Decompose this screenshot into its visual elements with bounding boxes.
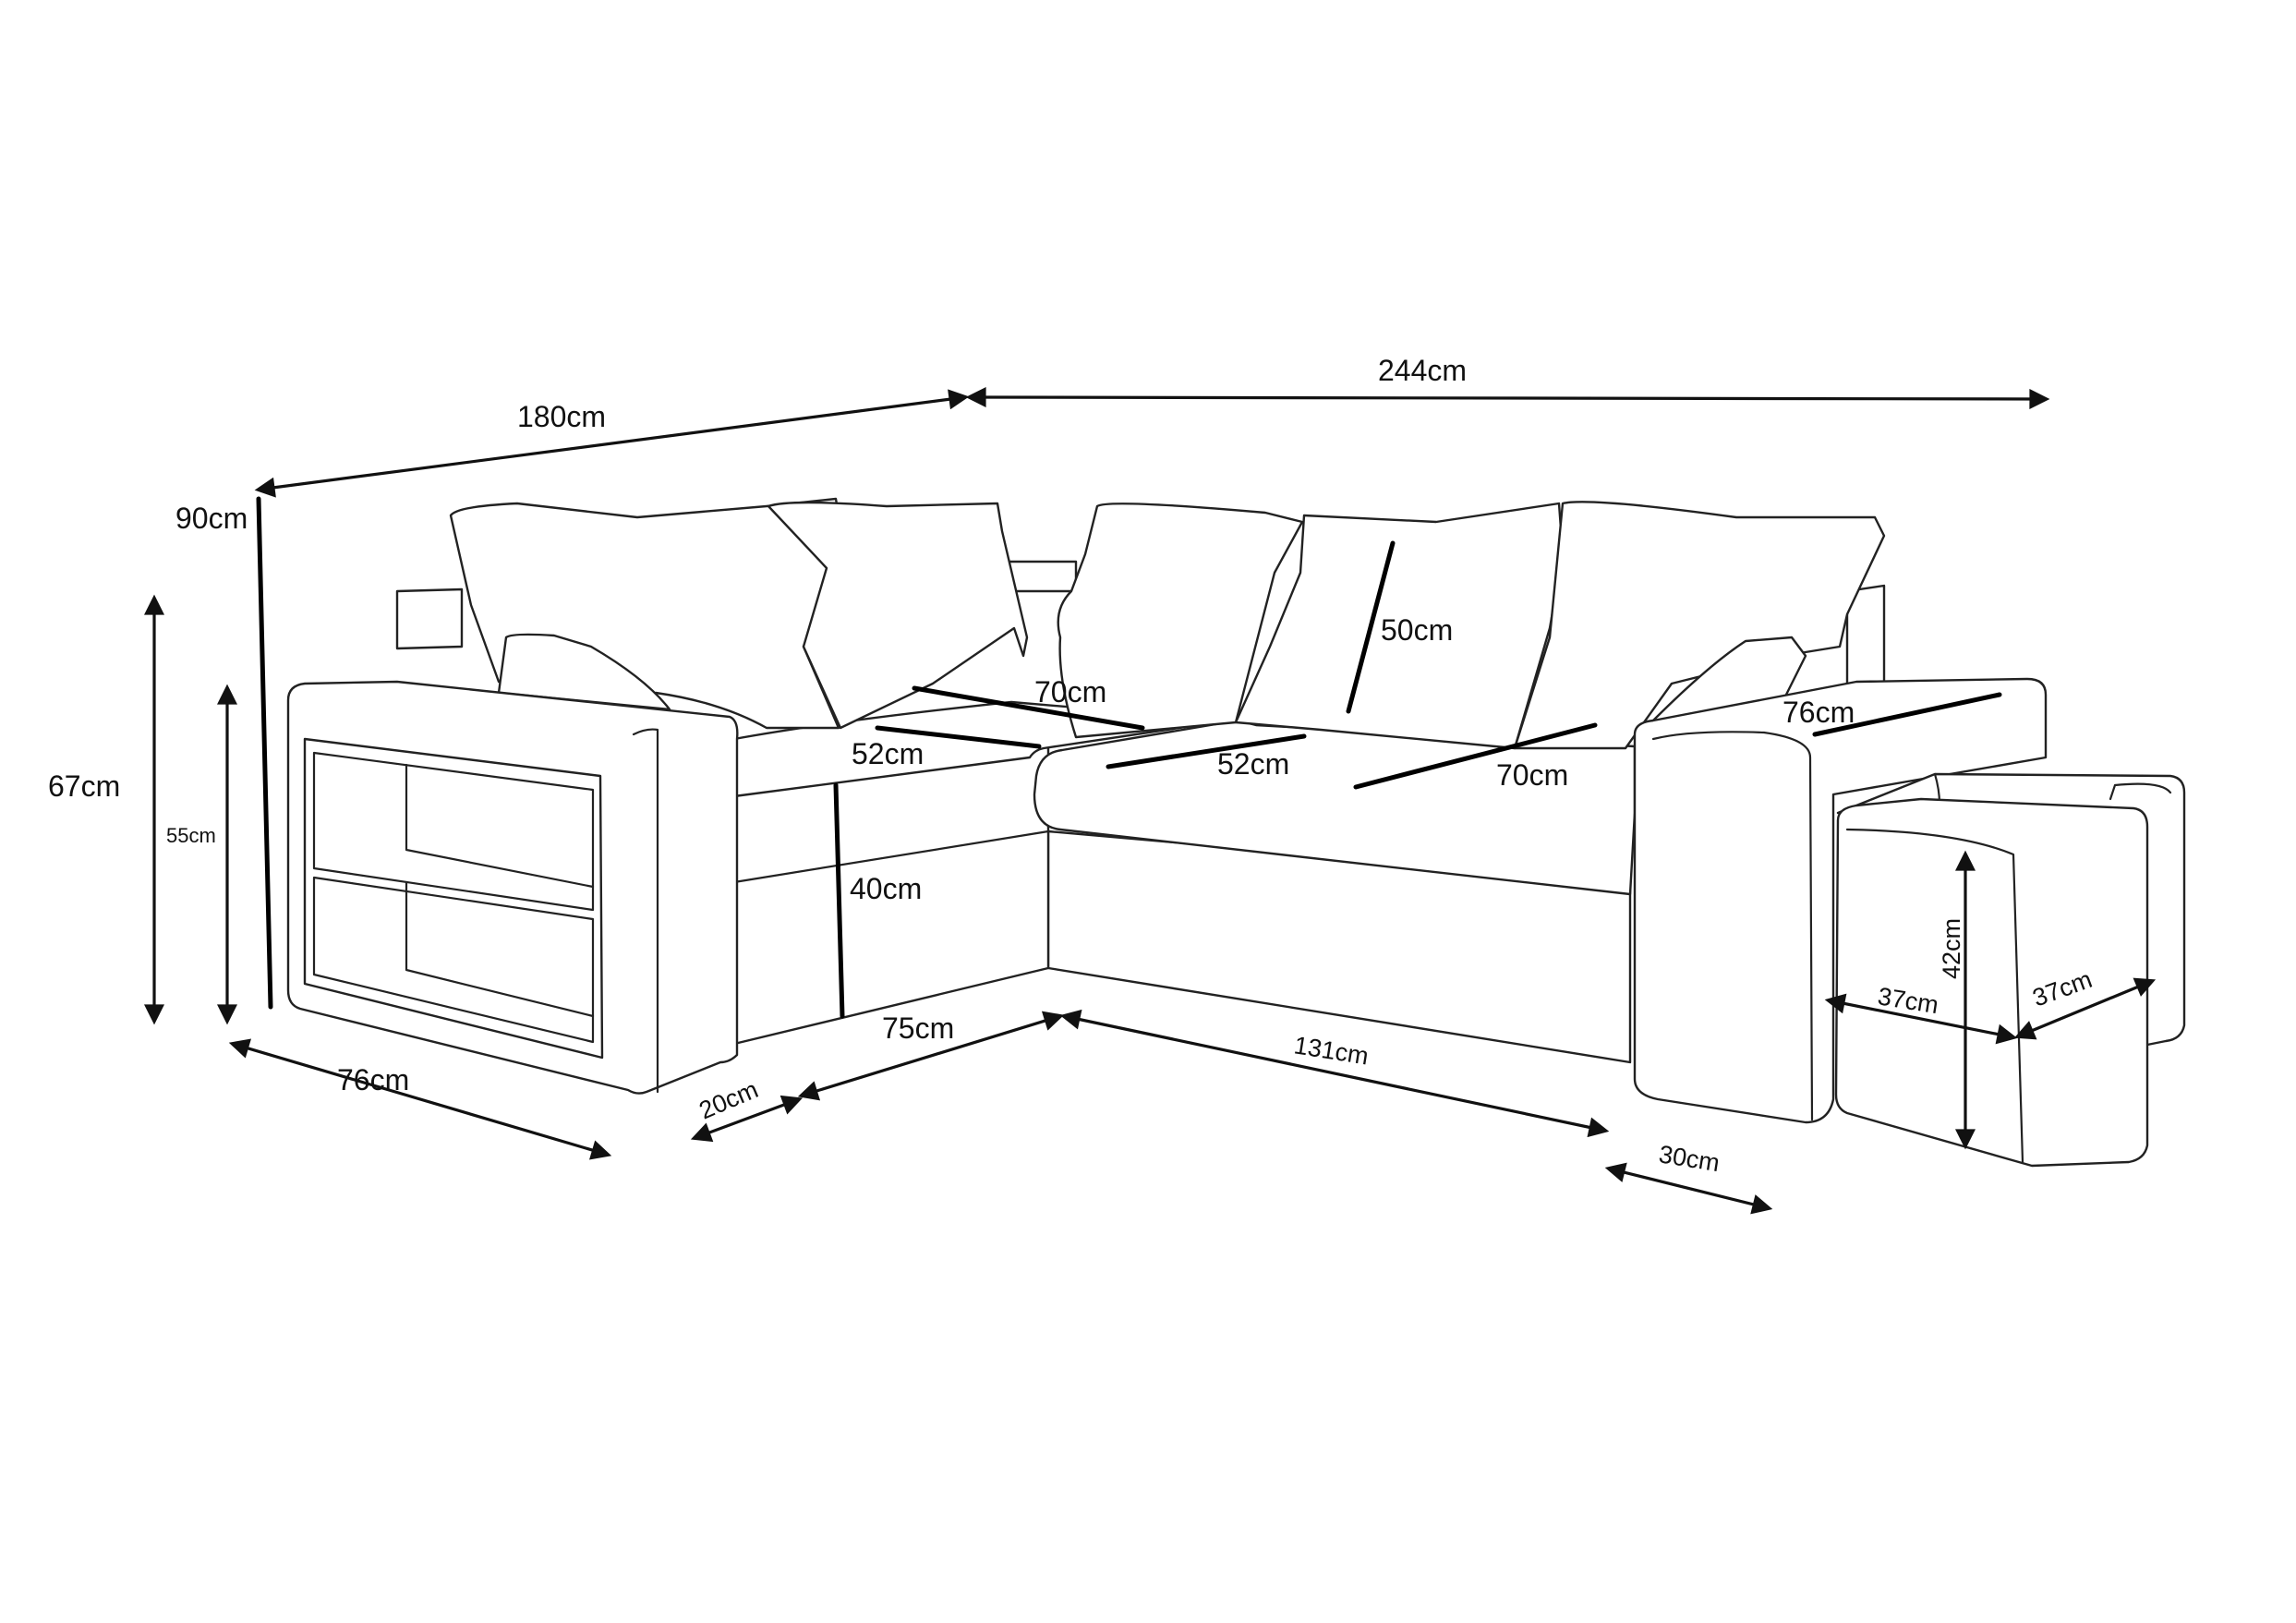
label-right-arm-depth: 76cm [1782,696,1855,729]
dim-line-overall-width [965,387,2050,409]
back-frame [395,587,464,650]
dimension-labels: 244cm 180cm 90cm 67cm 55cm 76cm 20cm 75c… [48,354,2096,1177]
measure-bar-back-height [256,496,273,1010]
label-chaise-seat-length: 70cm [1034,675,1106,709]
label-left-arm-depth: 76cm [337,1063,409,1096]
left-pillow [497,633,671,711]
dim-line-pouf-width [1824,993,2018,1045]
front-pouf-edge [1845,828,2024,1164]
measure-bars [256,496,2002,1019]
measure-bar-chaise-seat-length [912,685,1145,731]
back-frame-top [1005,560,1078,593]
front-pouf [1834,797,2149,1168]
back-cushion-2 [767,501,1029,730]
left-arm-shelf-back [405,763,595,1018]
label-back-height: 90cm [175,502,248,535]
label-main-seat-depth: 52cm [1217,747,1289,781]
measure-bar-seat-height [833,782,845,1019]
back-cushion-3 [1057,503,1304,739]
dim-line-left-arm-depth [228,1038,612,1160]
label-seat-height: 40cm [850,872,922,905]
dim-line-arm-width [690,1095,804,1143]
label-chaise-seat-depth: 52cm [852,737,924,770]
dim-line-right-arm-width [1604,1162,1773,1215]
label-pouf-height: 42cm [1938,918,1965,979]
measure-bar-chaise-seat-depth [875,725,1042,749]
right-arm-front-edge [1651,731,1814,1121]
measure-bar-main-seat-depth [1106,733,1307,769]
dim-line-main-front [1059,1009,1610,1138]
dimension-lines [144,387,2157,1215]
measure-bar-right-arm-depth [1812,692,2002,737]
dim-line-chaise-front [797,1011,1065,1101]
label-arm-height: 67cm [48,769,120,803]
dim-line-pouf-depth [2013,977,2157,1040]
label-backrest-height: 50cm [1381,613,1453,647]
measure-bar-backrest-height [1346,540,1396,714]
label-main-front: 131cm [1292,1031,1371,1070]
chaise-base-line [732,830,1050,884]
dim-line-overall-depth [254,389,970,498]
label-main-seat-length: 70cm [1496,758,1568,792]
sofa-drawing [286,497,2186,1168]
label-chaise-front: 75cm [882,1011,954,1045]
label-overall-depth: 180cm [517,400,606,433]
main-seat-cushion [1033,719,1637,896]
label-overall-width: 244cm [1378,354,1467,387]
measure-bar-main-seat-length [1353,722,1598,790]
left-arm-front-edge [632,728,659,1094]
label-right-arm-width: 30cm [1657,1140,1722,1177]
label-shelf-height: 55cm [166,824,216,847]
